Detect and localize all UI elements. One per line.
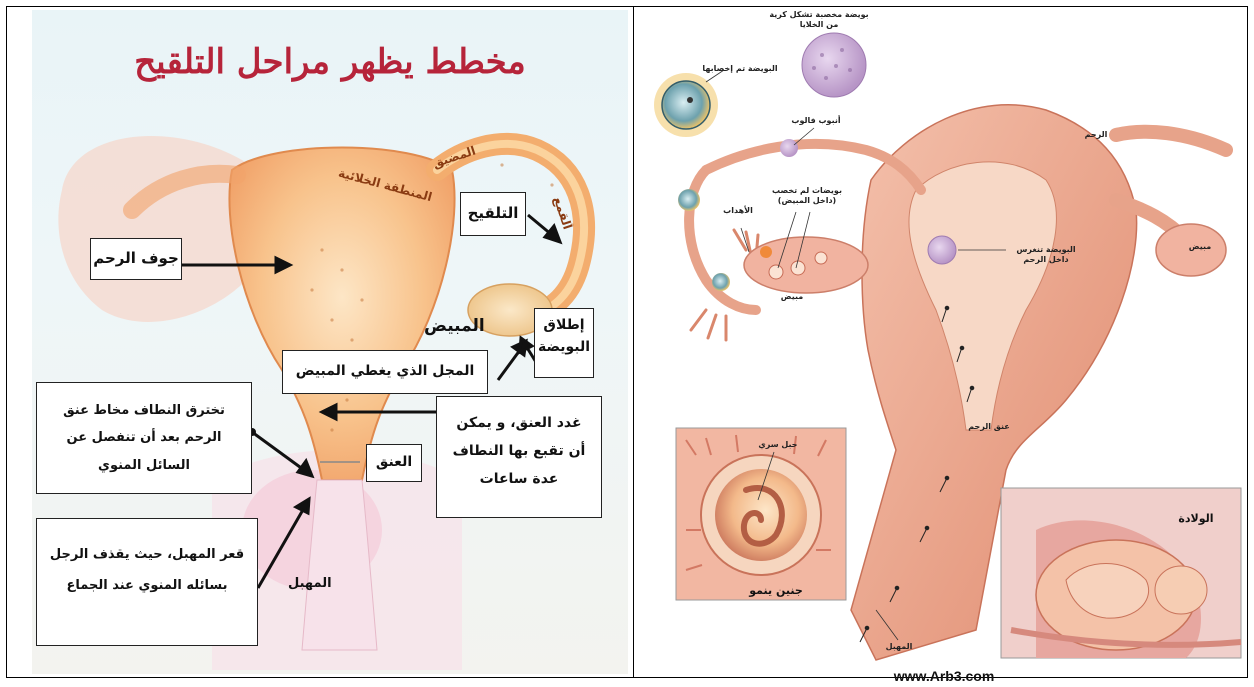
fertilization-box: التلقيح — [460, 192, 526, 236]
uterus-cavity-box: جوف الرحم — [90, 238, 182, 280]
uterus-label: الرحم — [1076, 130, 1116, 140]
cervix-label: عنق الرحم — [964, 422, 1014, 432]
fallopian-tube-label: أنبوب فالوب — [786, 116, 846, 126]
implantation-label: البويضة تنغرس داخل الرحم — [1006, 245, 1086, 265]
ovulation-box: إطلاق البويضة — [534, 308, 594, 378]
cervical-glands-box: غدد العنق، و يمكن أن تقبع بها النطاف عدة… — [436, 396, 602, 518]
ovary-label: المبيض — [424, 316, 485, 336]
unfertilized-eggs-label: بويضات لم تخصب (داخل المبيض) — [764, 186, 850, 206]
growing-fetus-label: جنين ينمو — [746, 584, 806, 598]
fimbriae-over-ovary-box: المجل الذي يغطي المبيض — [282, 350, 488, 394]
vagina-label-right: المهبل — [874, 642, 924, 652]
conception-to-birth-diagram: بويضة مخصبة تشكل كرية من الخلايا البويضة… — [646, 10, 1242, 666]
fertilization-stages-diagram: مخطط يظهر مراحل التلقيح المنطقة الخلائية… — [32, 10, 628, 674]
ovary-left-label: مبيض — [772, 292, 812, 302]
diagram-title: مخطط يظهر مراحل التلقيح — [32, 42, 628, 82]
ovary-right-label: مبيض — [1180, 242, 1220, 252]
fertilized-egg-label: البويضة تم إخصابها — [700, 64, 780, 74]
fimbriae-label: الأهداب — [718, 206, 758, 216]
sperm-penetrate-box: تخترق النطاف مخاط عنق الرحم بعد أن تنفصل… — [36, 382, 252, 494]
cervix-box: العنق — [366, 444, 422, 482]
fertilized-egg-cluster-label: بويضة مخصبة تشكل كرية من الخلايا — [764, 10, 874, 30]
source-url: www.Arb3.com — [646, 668, 1242, 684]
umbilical-cord-label: حبل سري — [758, 440, 798, 450]
vaginal-fornix-box: قعر المهبل، حيث يقذف الرجل بسائله المنوي… — [36, 518, 258, 646]
panel-divider — [633, 6, 634, 678]
vagina-label: المهبل — [288, 576, 332, 591]
birth-label: الولادة — [1166, 512, 1226, 526]
conception-illustration — [646, 10, 1242, 666]
